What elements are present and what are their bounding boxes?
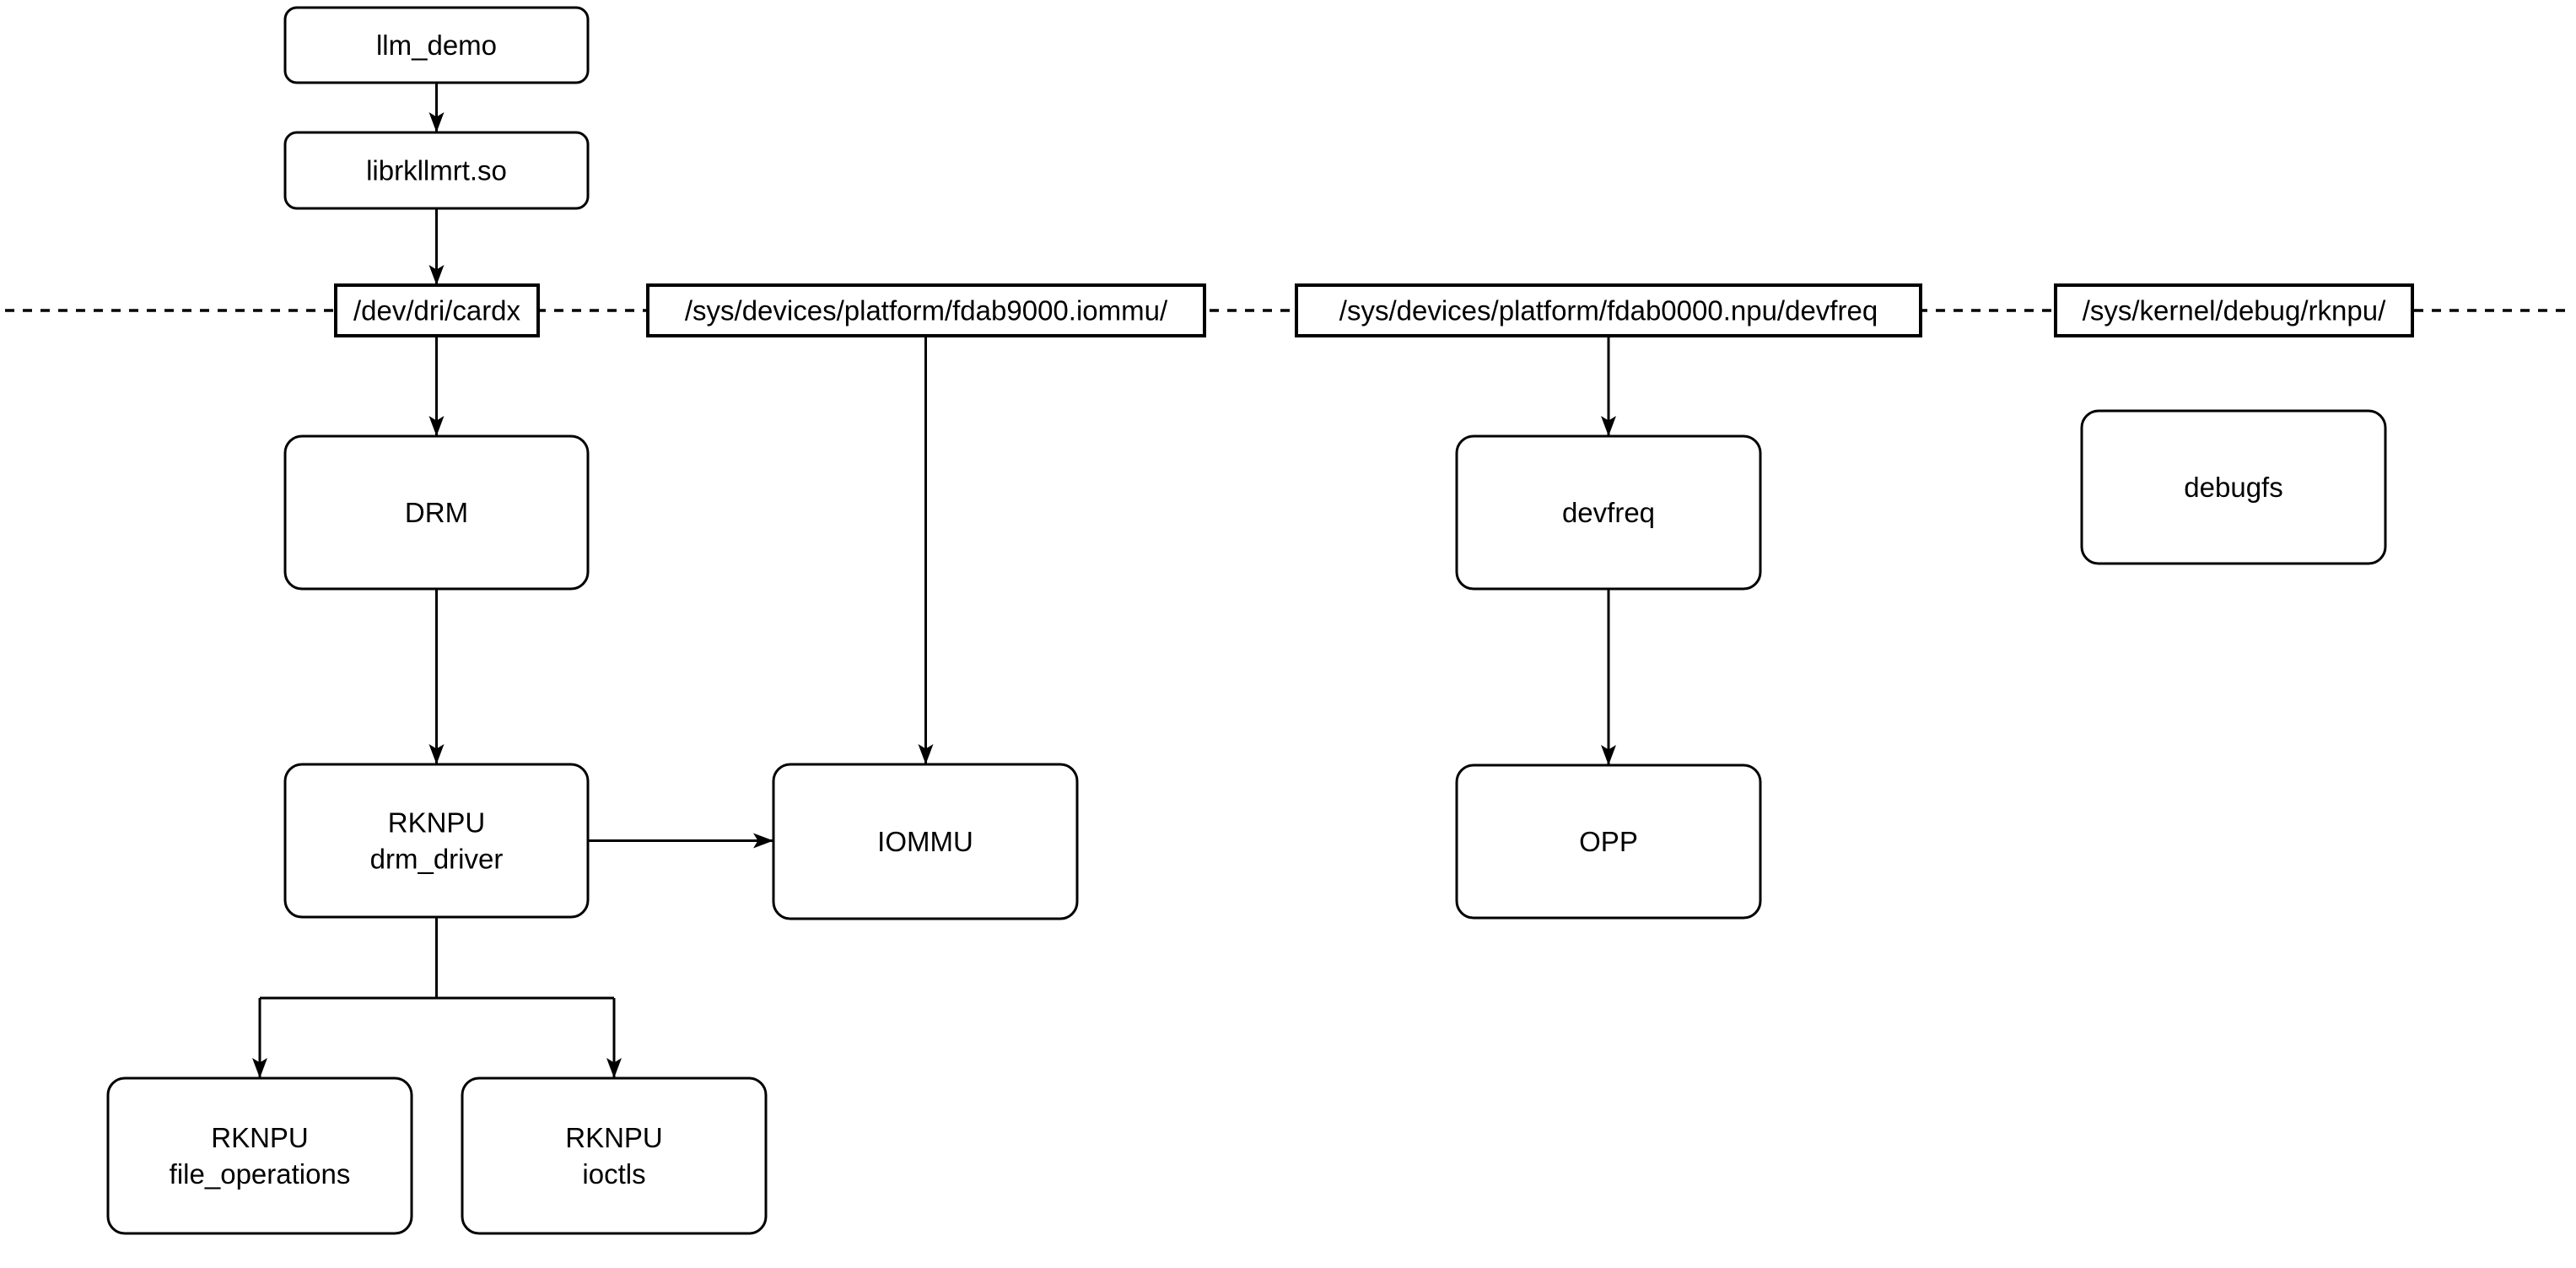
interface-sysfs-iommu: /sys/devices/platform/fdab9000.iommu/ [646,283,1206,337]
devfreq-label: devfreq [1562,497,1655,528]
sysfs-npu-devfreq-box [1295,283,1922,337]
rknpu-ioctls-label-line1: RKNPU [565,1122,663,1153]
node-rknpu-file-operations: RKNPU file_operations [106,1076,413,1235]
node-debugfs: debugfs [2080,409,2387,565]
rknpu-drm-driver-label-line1: RKNPU [388,807,486,839]
iommu-box [772,763,1079,920]
edges [252,83,1616,1078]
rknpu-file-operations-box [106,1076,413,1235]
node-opp: OPP [1455,763,1762,920]
librkllmrt-box [283,131,590,210]
llm-demo-label: llm_demo [376,30,497,61]
node-llm-demo: llm_demo [283,6,590,84]
rknpu-file-operations-label-line1: RKNPU [211,1122,309,1153]
node-devfreq: devfreq [1455,434,1762,591]
debugfs-box [2080,409,2387,565]
node-rknpu-drm-driver: RKNPU drm_driver [283,763,590,919]
rknpu-ioctls-box [461,1076,768,1235]
node-drm: DRM [283,434,590,591]
rknpu-file-operations-label-line2: file_operations [170,1158,351,1190]
sysfs-iommu-box [646,283,1206,337]
interface-sysfs-npu-devfreq: /sys/devices/platform/fdab0000.npu/devfr… [1295,283,1922,337]
node-librkllmrt: librkllmrt.so [283,131,590,210]
llm-demo-box [283,6,590,84]
rknpu-ioctls-label-line2: ioctls [582,1158,645,1190]
drm-label: DRM [405,497,468,528]
interface-dev-dri-cardx: /dev/dri/cardx [334,283,540,337]
iommu-label: IOMMU [877,826,973,857]
dev-dri-cardx-label: /dev/dri/cardx [353,295,521,326]
librkllmrt-label: librkllmrt.so [366,155,507,186]
debugfs-rknpu-label: /sys/kernel/debug/rknpu/ [2083,295,2386,326]
rknpu-drm-driver-label-line2: drm_driver [370,844,504,875]
opp-label: OPP [1579,826,1638,857]
sysfs-iommu-label: /sys/devices/platform/fdab9000.iommu/ [685,295,1168,326]
node-rknpu-ioctls: RKNPU ioctls [461,1076,768,1235]
interface-debugfs-rknpu: /sys/kernel/debug/rknpu/ [2054,283,2414,337]
debugfs-rknpu-box [2054,283,2414,337]
devfreq-box [1455,434,1762,591]
debugfs-label: debugfs [2184,472,2282,503]
dev-dri-cardx-box [334,283,540,337]
drm-box [283,434,590,591]
sysfs-npu-devfreq-label: /sys/devices/platform/fdab0000.npu/devfr… [1339,295,1878,326]
opp-box [1455,763,1762,920]
node-iommu: IOMMU [772,763,1079,920]
rknpu-drm-driver-box [283,763,590,919]
